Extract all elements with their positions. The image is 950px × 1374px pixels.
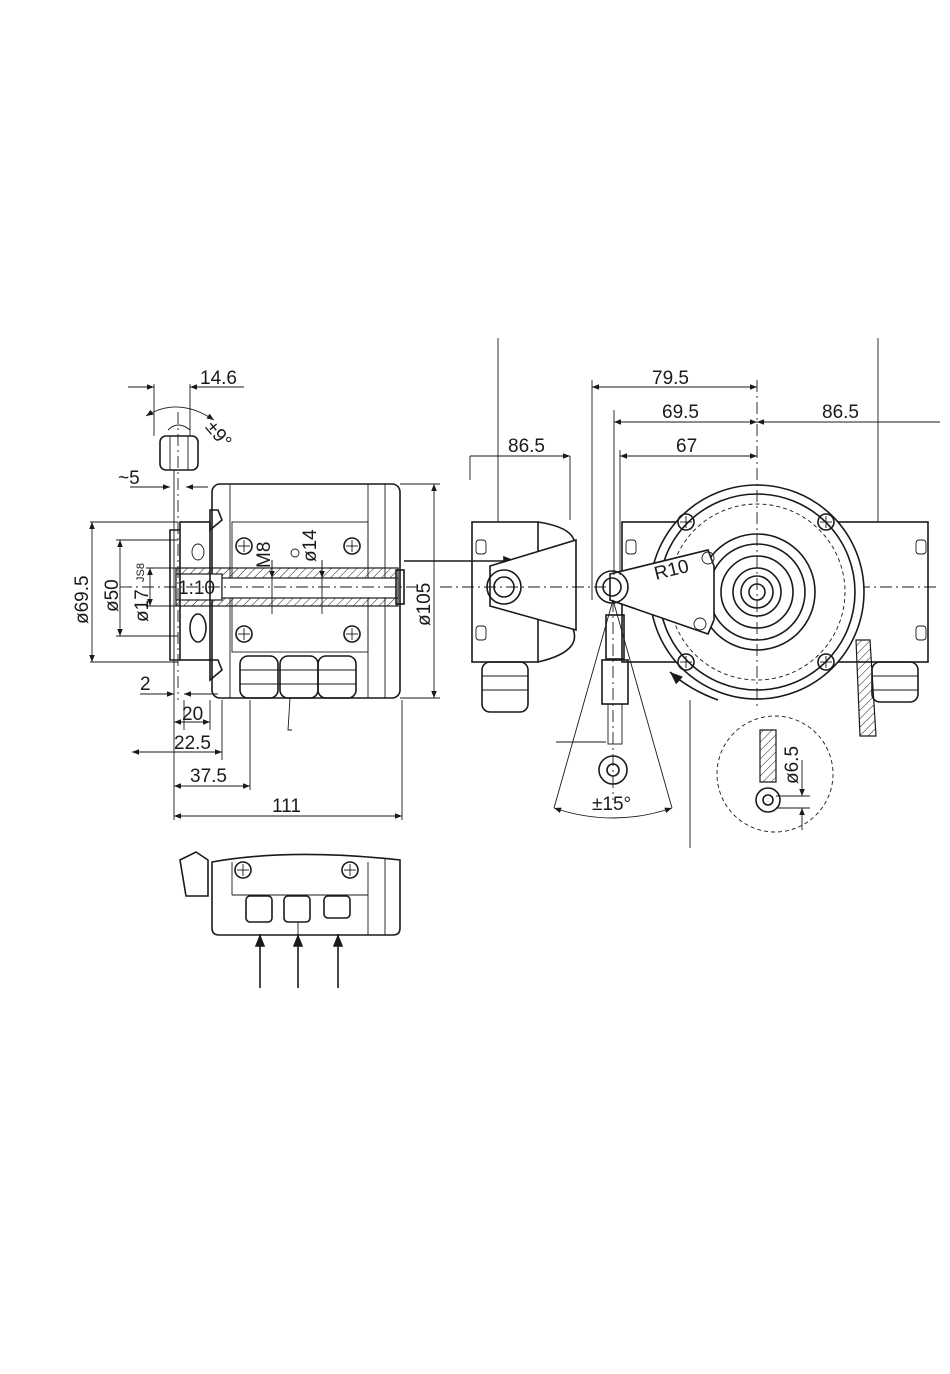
dim-d50: ø50 bbox=[102, 579, 123, 612]
dim-86-5-right: 86.5 bbox=[822, 402, 859, 423]
dim-d69-5: ø69.5 bbox=[72, 575, 93, 624]
tie-rod bbox=[599, 600, 628, 800]
dim-22-5: 22.5 bbox=[174, 733, 211, 754]
cable bbox=[856, 640, 876, 736]
dim-m8: M8 bbox=[254, 542, 275, 568]
dim-taper: 1:10 bbox=[178, 578, 215, 599]
dim-86-5-left: 86.5 bbox=[508, 436, 545, 457]
dim-d14: ø14 bbox=[300, 529, 321, 562]
cable-glands bbox=[240, 656, 356, 730]
dim-d17: ø17 bbox=[132, 589, 153, 622]
dim-111: 111 bbox=[272, 796, 301, 817]
front-view bbox=[554, 338, 940, 848]
side-view bbox=[90, 384, 516, 820]
dim-angle-15: ±15° bbox=[592, 794, 631, 815]
dim-d6-5: ø6.5 bbox=[782, 746, 803, 784]
dim-angle-9: ±9° bbox=[201, 417, 235, 452]
dim-69-5-top: 69.5 bbox=[662, 402, 699, 423]
bottom-view bbox=[180, 852, 400, 988]
dim-approx-5: ~5 bbox=[118, 468, 140, 489]
dim-79-5: 79.5 bbox=[652, 368, 689, 389]
dim-20: 20 bbox=[182, 704, 203, 725]
dim-d105: ø105 bbox=[414, 583, 435, 626]
dim-js8: JS8 bbox=[135, 563, 147, 582]
dim-37-5: 37.5 bbox=[190, 766, 227, 787]
dim-2: 2 bbox=[140, 674, 151, 695]
dim-14-6: 14.6 bbox=[200, 368, 237, 389]
dim-67: 67 bbox=[676, 436, 697, 457]
